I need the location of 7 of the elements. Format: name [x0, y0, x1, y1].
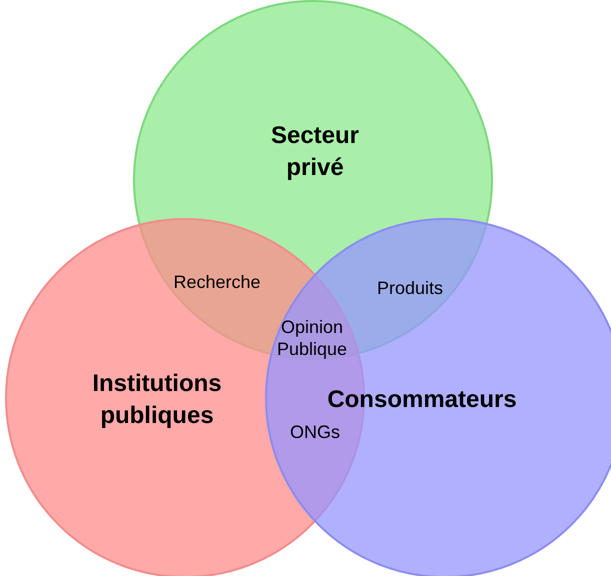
overlap-label: Produits [376, 278, 444, 300]
overlap-label: Opinion Publique [276, 317, 348, 360]
overlap-label: ONGs [288, 422, 341, 444]
circle-title: Secteur privé [270, 121, 360, 184]
overlap-label: Recherche [172, 272, 262, 294]
circle-title: Consommateurs [326, 385, 518, 415]
circle-title: Institutions publiques [91, 369, 223, 432]
